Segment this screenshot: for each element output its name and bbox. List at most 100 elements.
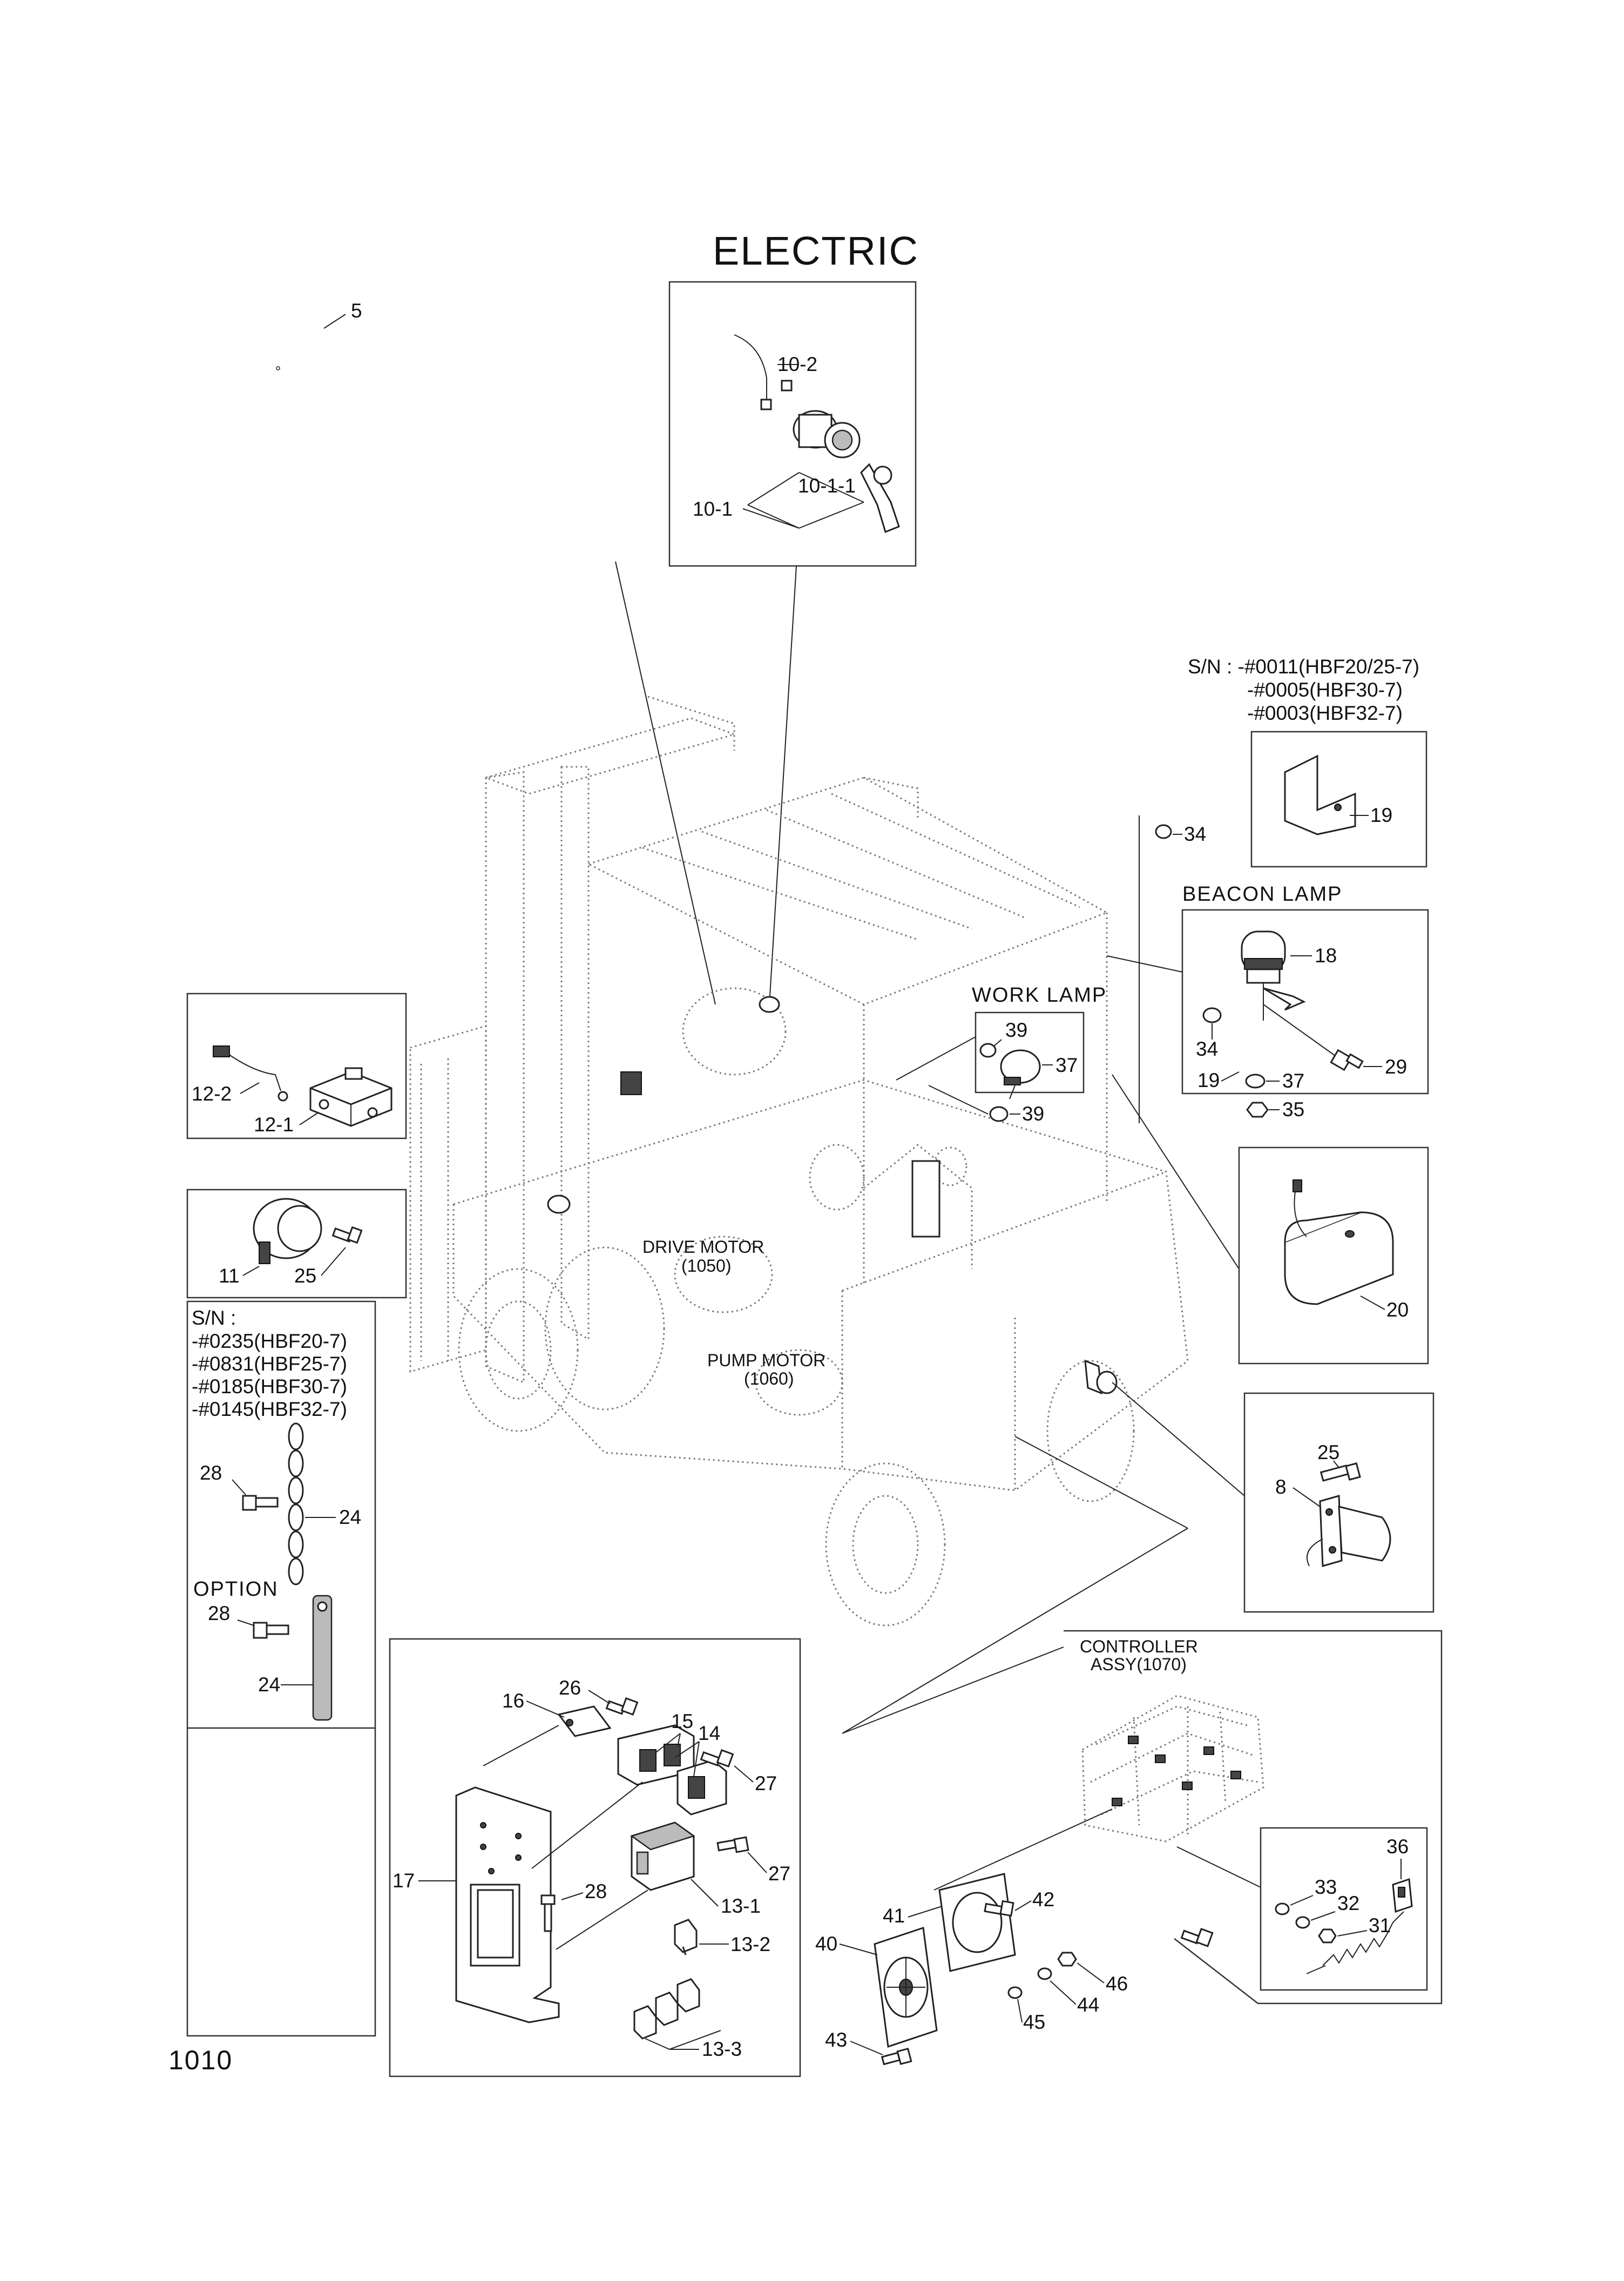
- callout-29: 29: [1385, 1056, 1407, 1078]
- callout-43: 43: [825, 2029, 847, 2051]
- forklift-outline: [409, 696, 1189, 1627]
- pointer-work-lamp: [896, 1036, 976, 1081]
- fan-guard-41: [938, 1873, 1016, 1972]
- leader-10-1-d: [799, 502, 864, 529]
- washer-33: [1275, 1902, 1290, 1915]
- leader-8: [1293, 1487, 1321, 1507]
- ground-strap-24: [312, 1595, 333, 1721]
- sensor-rod: [1306, 1965, 1326, 1974]
- leader-40: [839, 1943, 878, 1955]
- nut-31: [1318, 1928, 1337, 1943]
- leader-19b: [1221, 1071, 1240, 1082]
- leader-26: [588, 1690, 611, 1704]
- part-20-wire: [1294, 1187, 1307, 1237]
- beacon-arrow: [1263, 987, 1306, 1011]
- connector-10-2: [760, 399, 772, 410]
- work-lamp-37: [1000, 1049, 1041, 1099]
- serial-left-line3: -#0831(HBF25-7): [192, 1353, 347, 1375]
- detail-box-beacon-lamp: [1181, 909, 1429, 1095]
- leader-10-1-a: [747, 472, 800, 505]
- callout-11: 11: [219, 1265, 239, 1287]
- callout-34b: 34: [1196, 1038, 1218, 1060]
- callout-8: 8: [1275, 1476, 1287, 1498]
- leader-43: [850, 2041, 883, 2055]
- serial-left-line2: -#0235(HBF20-7): [192, 1330, 347, 1352]
- callout-13-1: 13-1: [721, 1895, 761, 1917]
- callout-19b: 19: [1197, 1069, 1220, 1091]
- callout-37b: 37: [1282, 1070, 1304, 1092]
- leader-12-2: [240, 1082, 260, 1094]
- wire-10-2: [734, 334, 767, 402]
- callout-10-1-1: 10-1-1: [798, 475, 856, 497]
- callout-10-2: 10-2: [777, 353, 817, 375]
- callout-17: 17: [393, 1870, 415, 1892]
- pointer-fan: [933, 1808, 1113, 1891]
- beacon-lamp-18: [1241, 930, 1286, 984]
- pointer-20: [1112, 1074, 1240, 1270]
- leader-13-1: [691, 1879, 719, 1907]
- leader-15b: [677, 1733, 681, 1747]
- grommet-39a: [979, 1043, 997, 1058]
- callout-10-1: 10-1: [693, 498, 733, 520]
- flasher-13-1: [630, 1821, 695, 1891]
- leader-10-1-b: [799, 472, 864, 503]
- option-heading: OPTION: [193, 1578, 279, 1601]
- serial-left-line5: -#0145(HBF32-7): [192, 1398, 347, 1420]
- detail-box-11: [186, 1189, 407, 1299]
- serial-top-line2: -#0005(HBF30-7): [1247, 679, 1403, 701]
- fuses-13-3: [633, 1978, 700, 2040]
- bolt-27b: [716, 1836, 749, 1853]
- serial-top-line3: -#0003(HBF32-7): [1247, 702, 1403, 724]
- callout-34a: 34: [1184, 823, 1206, 845]
- key-switch-on-column: [759, 996, 780, 1013]
- grommet-39b: [989, 1106, 1009, 1122]
- page-title: ELECTRIC: [713, 228, 919, 273]
- buzzer-8-wire: [1307, 1538, 1323, 1567]
- callout-32: 32: [1337, 1892, 1359, 1914]
- detail-box-controller: [1064, 1630, 1443, 2005]
- pointer-8: [1112, 1382, 1245, 1496]
- callout-13-2: 13-2: [730, 1933, 770, 1955]
- horn-on-truck: [547, 1195, 571, 1214]
- leader-10-1-c: [747, 504, 800, 529]
- pointer-sub-box: [1176, 1846, 1261, 1888]
- callout-42: 42: [1032, 1888, 1054, 1911]
- fuse-13-2: [674, 1919, 698, 1955]
- key-ring: [873, 465, 892, 485]
- bolt-29-axis: [1263, 1004, 1339, 1059]
- callout-19a: 19: [1370, 804, 1392, 826]
- callout-35: 35: [1282, 1098, 1304, 1121]
- leader-33: [1290, 1895, 1314, 1906]
- callout-20: 20: [1386, 1299, 1409, 1321]
- leader-27b: [747, 1852, 767, 1873]
- pointer-controller-a: [842, 1528, 1188, 1734]
- horn-11: [253, 1198, 322, 1264]
- buzzer-cap-on-truck: [1096, 1371, 1118, 1394]
- grommet-34a: [1155, 824, 1172, 839]
- detail-box-chain: [186, 1300, 376, 2037]
- callout-24a: 24: [339, 1506, 361, 1528]
- controller-board: [1081, 1695, 1264, 1843]
- pointer-14-panel: [531, 1781, 643, 1869]
- callout-39a: 39: [1005, 1019, 1027, 1041]
- leader-15a: [655, 1733, 681, 1753]
- leader-13-3a: [645, 2038, 670, 2050]
- callout-36: 36: [1386, 1835, 1409, 1858]
- detail-box-work-lamp: [975, 1011, 1085, 1094]
- callout-25b: 25: [1317, 1441, 1339, 1463]
- callout-28a: 28: [200, 1462, 222, 1484]
- washer-44: [1037, 1967, 1052, 1980]
- ignition-key: [860, 463, 900, 534]
- detail-box-20: [1238, 1146, 1429, 1365]
- leader-32: [1310, 1911, 1336, 1921]
- callout-33: 33: [1315, 1876, 1337, 1898]
- relays-14: [617, 1724, 727, 1816]
- sensor-36: [1392, 1878, 1413, 1913]
- leader-46: [1077, 1962, 1105, 1983]
- callout-27a: 27: [755, 1772, 777, 1794]
- fan-40: [874, 1927, 938, 2048]
- leader-45: [1017, 1999, 1023, 2023]
- leader-13-3b: [669, 2030, 721, 2050]
- detail-box-12: [186, 993, 407, 1139]
- leader-28c: [561, 1892, 584, 1900]
